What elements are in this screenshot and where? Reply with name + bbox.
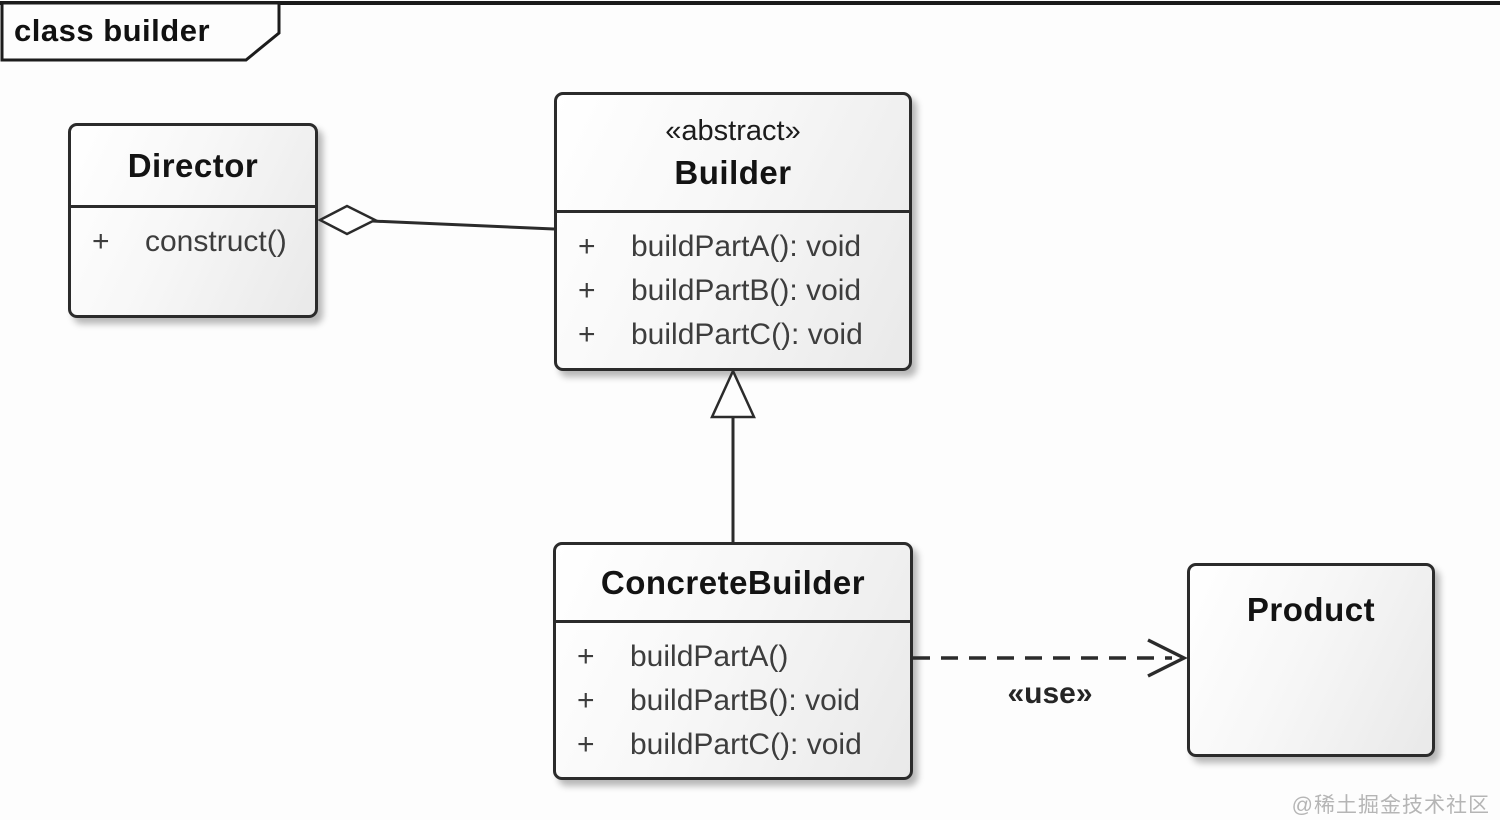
aggregation-connector [371,219,555,231]
method-visibility: + [578,274,596,307]
class-name: Product [1246,591,1376,628]
class-stereotype: «abstract» [665,114,801,147]
method-row: + buildPartA() [556,635,910,679]
class-title-compartment: Director [71,126,315,208]
watermark-text: @稀土掘金技术社区 [1291,794,1490,817]
class-name: ConcreteBuilder [600,563,866,601]
class-methods-compartment: + construct() [71,208,315,264]
method-row: + buildPartB(): void [557,269,909,313]
method-visibility: + [92,225,110,258]
method-visibility: + [577,684,595,717]
class-box-product: Product [1187,563,1435,757]
method-visibility: + [577,640,595,673]
dependency-use-label: «use» [1007,677,1093,710]
class-methods-compartment: + buildPartA(): void + buildPartB(): voi… [557,213,909,357]
class-box-builder: «abstract» Builder + buildPartA(): void … [554,92,912,371]
method-signature: buildPartA(): void [631,230,862,263]
method-signature: buildPartA() [630,640,789,673]
class-title-compartment: «abstract» Builder [557,95,909,213]
method-signature: buildPartC(): void [630,728,862,761]
class-box-director: Director + construct() [68,123,318,318]
method-signature: buildPartC(): void [631,318,863,351]
class-title-compartment: ConcreteBuilder [556,545,910,623]
class-name: Builder [674,153,792,191]
method-row: + buildPartA(): void [557,225,909,269]
method-visibility: + [578,230,596,263]
method-signature: buildPartB(): void [631,274,862,307]
method-signature: buildPartB(): void [630,684,861,717]
method-row: + buildPartB(): void [556,679,910,723]
dependency-arrowhead [1147,638,1188,678]
generalization-triangle [710,367,756,419]
class-box-concretebuilder: ConcreteBuilder + buildPartA() + buildPa… [553,542,913,780]
class-name: Director [127,146,259,184]
method-row: + construct() [71,220,315,264]
method-row: + buildPartC(): void [556,723,910,767]
aggregation-diamond [317,204,378,236]
method-visibility: + [577,728,595,761]
method-visibility: + [578,318,596,351]
class-title-compartment: Product [1190,566,1432,654]
method-row: + buildPartC(): void [557,313,909,357]
frame-tab-label: class builder [14,13,211,48]
method-signature: construct() [145,225,287,258]
class-methods-compartment: + buildPartA() + buildPartB(): void + bu… [556,623,910,767]
